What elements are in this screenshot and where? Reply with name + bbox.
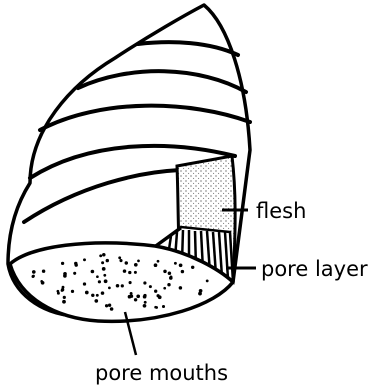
pore-dot (123, 269, 127, 273)
pore-dot (91, 294, 94, 297)
pore-dot (91, 270, 95, 274)
pore-dot (181, 270, 184, 273)
pore-dot (75, 263, 78, 266)
pore-dot (155, 306, 158, 309)
pore-dot (61, 262, 64, 265)
pore-dot (157, 260, 160, 263)
pore-dot (206, 279, 209, 282)
pore-dot (83, 258, 86, 261)
pore-dot (128, 271, 131, 274)
pore-dot (130, 292, 133, 295)
pore-dot (163, 270, 166, 273)
pore-dot (163, 287, 166, 290)
pore-dot (174, 262, 177, 265)
pore-dot (57, 292, 60, 295)
pore-dot (158, 295, 162, 299)
pore-dot (103, 274, 106, 277)
pore-dot (102, 253, 106, 257)
pore-dot (134, 271, 137, 274)
pore-dot (83, 282, 86, 285)
pore-dot (101, 291, 105, 295)
pore-dot (102, 267, 106, 271)
pore-dot (130, 295, 133, 298)
pore-dot (40, 280, 43, 283)
pore-dot (73, 272, 76, 275)
pore-dot (167, 283, 170, 286)
pore-dot (143, 281, 146, 284)
pore-dot (98, 280, 101, 283)
pore-dot (143, 304, 147, 308)
pore-mouths-label: pore mouths (95, 361, 228, 385)
pore-dot (144, 301, 147, 304)
pore-dot (116, 284, 120, 288)
pore-dot (105, 304, 108, 307)
pore-dot (108, 287, 111, 290)
pore-dot (162, 305, 165, 308)
pore-dot (136, 294, 140, 298)
pore-dot (191, 266, 194, 269)
pore-dot (149, 285, 152, 288)
pore-dot (179, 263, 183, 267)
pore-dot (101, 261, 104, 264)
pore-dot (134, 298, 137, 301)
pore-dot (154, 290, 157, 293)
pore-dot (94, 299, 98, 303)
pore-dot (110, 307, 114, 311)
pore-dot (42, 269, 45, 272)
pore-dot (85, 291, 89, 295)
pore-dot (118, 256, 121, 259)
pore-dot (99, 254, 102, 257)
pore-dot (154, 263, 158, 267)
pore-dot (32, 275, 35, 278)
pore-dot (169, 276, 173, 280)
pore-dot (129, 281, 132, 284)
pore-dot (63, 274, 67, 278)
pore-dot (125, 261, 128, 264)
pore-dot (71, 290, 74, 293)
pore-dot (168, 271, 172, 275)
pore-dot (106, 259, 109, 262)
pore-dot (63, 296, 66, 299)
pore-dot (119, 259, 122, 262)
pore-layer-label: pore layer (261, 257, 368, 281)
pore-dot (62, 300, 66, 304)
pore-dot (198, 292, 202, 296)
pore-dot (134, 263, 138, 267)
pore-dot (121, 284, 124, 287)
pore-dot (108, 304, 111, 307)
pore-dot (137, 260, 140, 263)
pore-dot (96, 275, 99, 278)
pore-dot (143, 294, 146, 297)
pore-dot (96, 294, 99, 297)
pore-dot (179, 286, 183, 290)
pore-dot (61, 288, 64, 291)
pore-dot (32, 270, 36, 274)
pore-dot (104, 279, 108, 283)
flesh-label: flesh (256, 199, 306, 223)
